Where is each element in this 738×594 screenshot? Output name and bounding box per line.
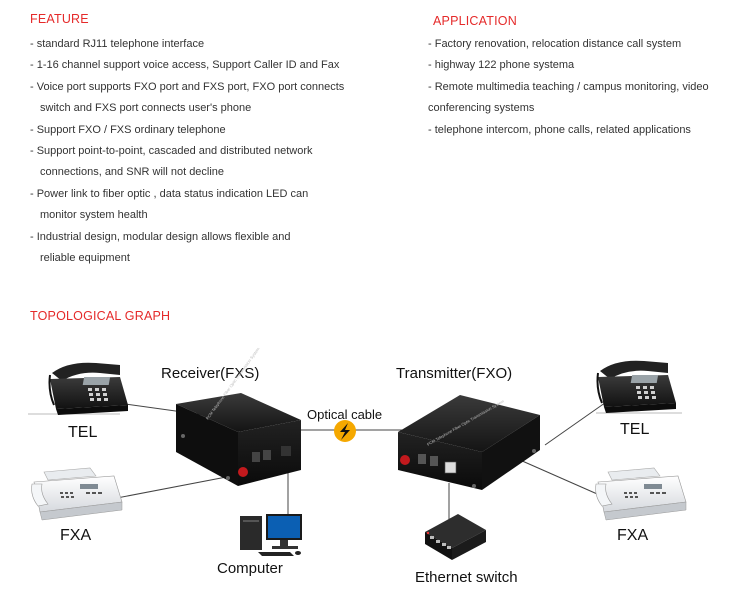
feature-line: - Industrial design, modular design allo… [30,230,291,243]
transmitter-label: Transmitter(FXO) [396,365,512,382]
feature-line: - standard RJ11 telephone interface [30,38,205,50]
feature-line: switch and FXS port connects user's phon… [40,102,252,115]
lightning-icon [334,420,356,442]
tel-right-label: TEL [620,421,649,438]
fax-machine-icon [595,467,687,521]
application-list: - Factory renovation, relocation distanc… [428,34,733,141]
feature-line: reliable equipment [40,252,130,265]
application-heading: APPLICATION [433,14,517,28]
optical-cable-label: Optical cable [307,407,382,422]
fiber-port-icon [400,455,410,465]
application-line: - highway 122 phone systema [428,59,575,72]
tel-left-label: TEL [68,424,97,441]
application-line: - telephone intercom, phone calls, relat… [428,123,691,136]
computer-icon [240,514,302,556]
ethernet-switch-icon [425,514,486,560]
computer-label: Computer [217,560,283,577]
feature-line: connections, and SNR will not decline [40,166,225,179]
feature-heading: FEATURE [30,12,89,26]
fxa-left-label: FXA [60,527,91,544]
transmitter-device: PCM Telephone Fiber Optic Transmission S… [398,395,540,490]
telephone-icon [48,362,128,415]
feature-line: - Voice port supports FXO port and FXS p… [30,80,345,93]
feature-list: - standard RJ11 telephone interface - 1-… [30,34,390,269]
application-line: conferencing systems [428,102,535,115]
feature-line: monitor system health [40,209,148,222]
feature-line: - Support FXO / FXS ordinary telephone [30,123,226,136]
receiver-label: Receiver(FXS) [161,365,259,382]
feature-line: - 1-16 channel support voice access, Sup… [30,59,340,72]
ethernet-switch-label: Ethernet switch [415,569,518,586]
receiver-device: PCM Telephone Fiber Optic Transmission S… [176,346,301,486]
application-line: - Factory renovation, relocation distanc… [428,38,682,50]
fiber-port-icon [238,467,248,477]
feature-line: - Support point-to-point, cascaded and d… [30,145,313,158]
telephone-icon [596,360,676,413]
application-line: - Remote multimedia teaching / campus mo… [428,80,709,93]
feature-line: - Power link to fiber optic , data statu… [30,187,309,200]
topology-heading: TOPOLOGICAL GRAPH [30,309,171,323]
fxa-right-label: FXA [617,527,648,544]
fax-machine-icon [31,467,123,521]
